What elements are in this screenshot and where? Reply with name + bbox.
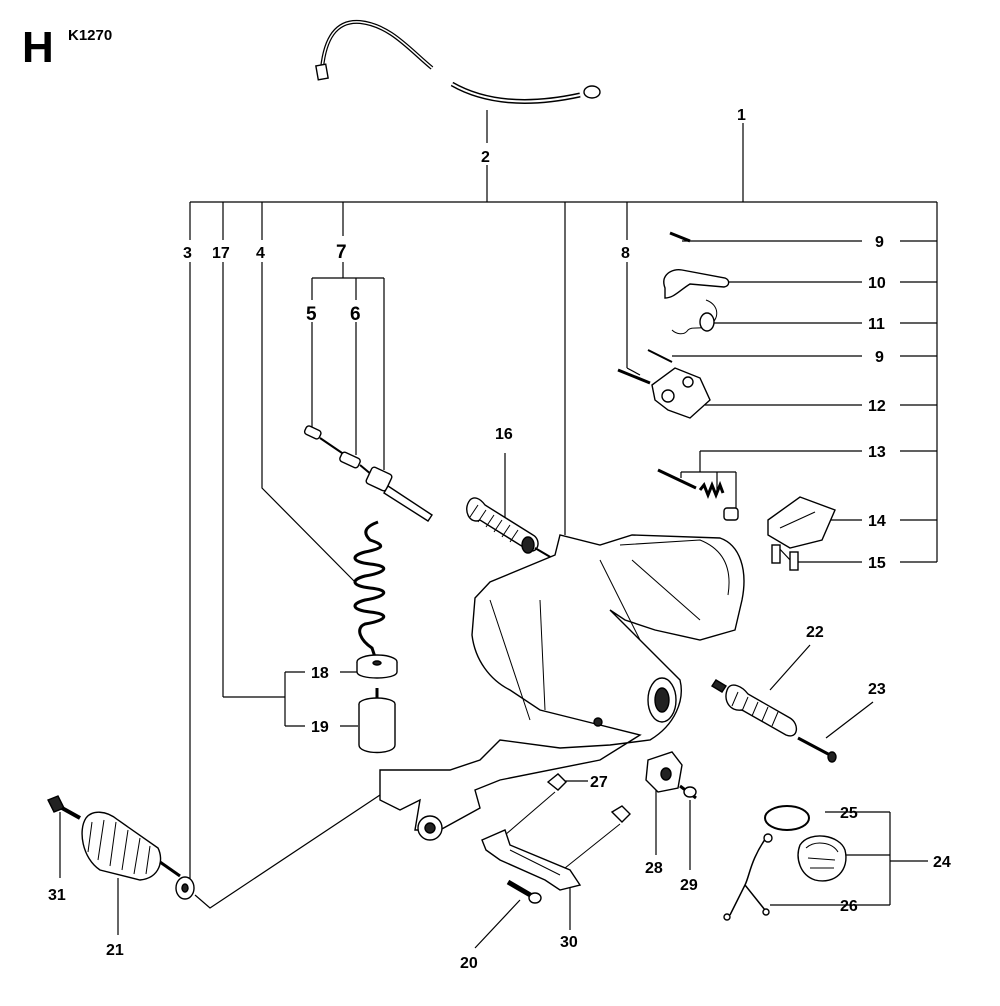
section-letter: H xyxy=(22,23,54,72)
callout-17: 17 xyxy=(212,245,230,262)
pin-spring-set xyxy=(657,468,739,521)
rubber-buffer-16 xyxy=(466,497,553,559)
throttle-lock-parts xyxy=(663,231,730,335)
cable-end-parts xyxy=(303,425,433,522)
callout-26: 26 xyxy=(840,898,858,915)
callout-5: 5 xyxy=(306,304,317,325)
callout-7: 7 xyxy=(336,242,347,263)
tank-cap xyxy=(723,805,847,921)
callout-22: 22 xyxy=(806,624,824,641)
callout-labels: 1 2 3 4 5 6 7 8 9 9 10 11 12 13 14 15 16… xyxy=(48,107,951,972)
callout-16: 16 xyxy=(495,426,513,443)
callout-3: 3 xyxy=(183,245,192,262)
callout-13: 13 xyxy=(868,444,886,461)
bracket-27-30 xyxy=(481,773,631,891)
throttle-cable xyxy=(315,19,601,104)
callout-30: 30 xyxy=(560,934,578,951)
callout-24: 24 xyxy=(933,854,951,871)
callout-29: 29 xyxy=(680,877,698,894)
callout-1: 1 xyxy=(737,107,746,124)
front-buffer xyxy=(47,795,195,900)
callout-8: 8 xyxy=(621,245,630,262)
handle-body xyxy=(379,534,745,841)
damper-parts xyxy=(356,654,398,754)
coil-spring xyxy=(353,520,386,661)
callout-9a: 9 xyxy=(875,234,884,251)
callout-9b: 9 xyxy=(875,349,884,366)
rubber-buffer-22 xyxy=(711,679,837,763)
callout-11: 11 xyxy=(868,316,885,333)
callout-2: 2 xyxy=(481,149,490,166)
screw-20 xyxy=(506,879,542,904)
callout-23: 23 xyxy=(868,681,886,698)
callout-20: 20 xyxy=(460,955,478,972)
callout-12: 12 xyxy=(868,398,886,415)
callout-25: 25 xyxy=(840,805,858,822)
leader-lines xyxy=(59,110,938,949)
callout-28: 28 xyxy=(645,860,663,877)
throttle-trigger xyxy=(617,349,711,419)
callout-21: 21 xyxy=(106,942,124,959)
callout-18: 18 xyxy=(311,665,329,682)
callout-6: 6 xyxy=(350,304,361,325)
callout-31: 31 xyxy=(48,887,66,904)
callout-4: 4 xyxy=(256,245,265,262)
callout-27: 27 xyxy=(590,774,608,791)
callout-10: 10 xyxy=(868,275,886,292)
callout-19: 19 xyxy=(311,719,329,736)
section-code: K1270 xyxy=(68,27,112,44)
callout-14: 14 xyxy=(868,513,886,530)
mount-28-29 xyxy=(645,751,697,800)
cover-plate xyxy=(767,496,836,571)
callout-15: 15 xyxy=(868,555,886,572)
